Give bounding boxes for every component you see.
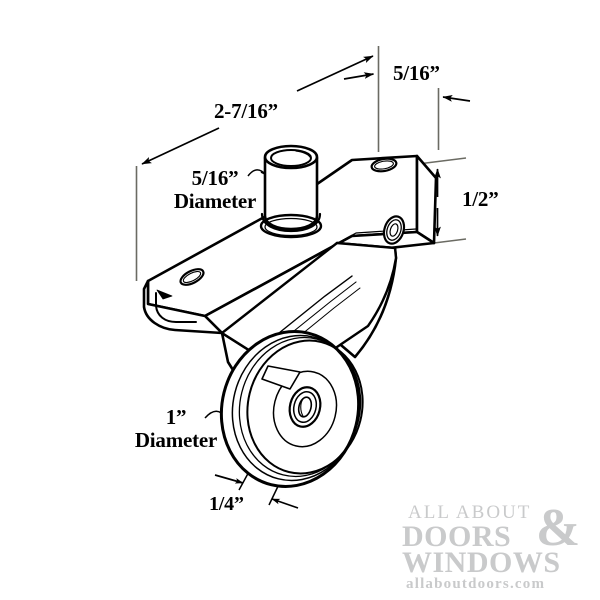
mounting-hole-left-inner — [182, 270, 202, 284]
housing-left-flange-shadow — [156, 289, 173, 300]
dimension-label-wheel-diameter: 1” Diameter — [122, 406, 230, 451]
watermark-line-windows: WINDOWS — [402, 546, 561, 579]
wheel-hub-ring — [272, 370, 338, 448]
wheel-axle-mid — [292, 390, 318, 424]
axle-boss-mid — [386, 219, 402, 241]
housing-left-flange — [142, 279, 224, 335]
arrow-end-offset-a — [343, 72, 375, 80]
dimension-label-overall-length: 2-7/16” — [214, 99, 278, 123]
dimension-label-stem-diameter: 5/16” Diameter — [159, 167, 271, 212]
mounting-hole-left — [179, 268, 205, 286]
stem-base-collar — [260, 212, 322, 233]
wheel-diameter-value: 1” — [165, 405, 187, 429]
watermark-line-all-about: ALL ABOUT — [408, 502, 532, 523]
stem-diameter-value: 5/16” — [191, 166, 239, 190]
arrow-overall-length-left — [141, 127, 220, 165]
mounting-hole-right — [370, 157, 398, 173]
dimension-label-wheel-width: 1/4” — [209, 493, 244, 515]
housing-left-flange-inner — [155, 292, 197, 323]
stem-tube-bore-shade — [295, 150, 311, 158]
watermark-ampersand: & — [536, 499, 581, 557]
witness-line-height-top — [417, 157, 467, 165]
watermark-line-doors: DOORS — [402, 520, 512, 553]
axle-boss-outer — [382, 215, 406, 245]
arrow-wheel-width-b — [271, 498, 299, 509]
arrow-end-offset-b — [442, 95, 471, 102]
stem-tube-bore-shade2 — [298, 150, 312, 157]
arrow-wheel-width-a — [214, 474, 244, 484]
dimension-label-end-offset: 5/16” — [393, 61, 440, 85]
wheel-yoke-contact-wedge — [261, 365, 301, 390]
housing-right-end-face — [415, 154, 438, 245]
brand-watermark: ALL ABOUT DOORS & WINDOWS allaboutdoors.… — [396, 499, 592, 593]
stem-tube-body — [263, 156, 319, 231]
wheel-side-face — [246, 339, 364, 475]
wheel-tread-groove-2 — [238, 336, 362, 478]
dimension-label-housing-height: 1/2” — [462, 187, 499, 211]
wheel-axle-bore — [297, 396, 313, 418]
roller-assembly-illustration — [142, 144, 438, 488]
stem-base-flange — [259, 213, 323, 239]
stem-diameter-word: Diameter — [173, 188, 257, 213]
wheel-axle-bore-shade — [300, 398, 304, 417]
wheel-diameter-word: Diameter — [134, 427, 218, 452]
mounting-hole-right-inner — [374, 160, 394, 170]
stem-base-flange-inner — [264, 217, 318, 237]
axle-boss-inner — [389, 223, 399, 237]
stem-tube-bore — [270, 149, 312, 167]
arrow-overall-length-right — [296, 55, 374, 92]
watermark-url: allaboutdoors.com — [406, 576, 546, 592]
